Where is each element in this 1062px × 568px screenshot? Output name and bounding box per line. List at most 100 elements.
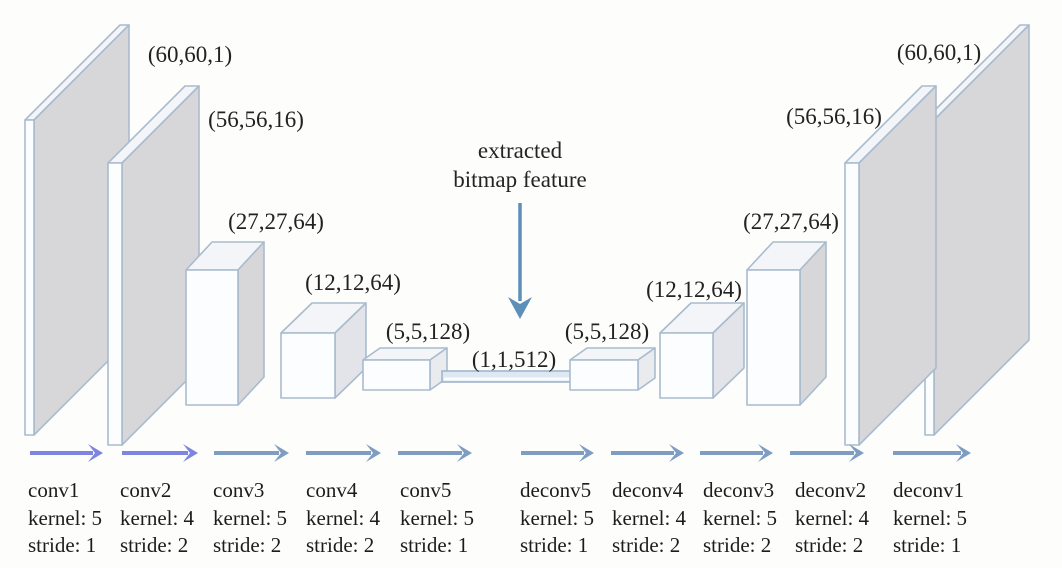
op-label-deconv1: deconv1 kernel: 5 stride: 1 <box>893 478 967 557</box>
dim-label-dec2: (56,56,16) <box>786 104 882 129</box>
dim-label-dec4: (12,12,64) <box>646 277 742 302</box>
op-stride: stride: 2 <box>213 533 281 557</box>
op-stride: stride: 2 <box>703 533 771 557</box>
op-label-conv3: conv3 kernel: 5 stride: 2 <box>213 478 287 557</box>
dim-label-enc4: (12,12,64) <box>305 270 401 295</box>
op-kernel: kernel: 4 <box>795 506 870 530</box>
flow-arrow-conv1 <box>30 444 103 462</box>
layer-box-enc3 <box>185 241 265 406</box>
op-label-conv5: conv5 kernel: 5 stride: 1 <box>400 478 474 557</box>
bottleneck-bar <box>441 370 573 383</box>
down-arrow-icon <box>508 297 532 319</box>
op-label-deconv2: deconv2 kernel: 4 stride: 2 <box>795 478 870 557</box>
layer-box-dec4 <box>659 302 745 399</box>
dim-label-enc1: (60,60,1) <box>148 42 232 67</box>
op-name: conv2 <box>120 478 171 502</box>
op-stride: stride: 2 <box>795 533 863 557</box>
right-arrow-icon <box>366 444 381 462</box>
enc3-side-face <box>237 241 265 406</box>
annotation-line1: extracted <box>478 138 563 163</box>
layer-box-enc5 <box>362 347 448 391</box>
op-labels: conv1 kernel: 5 stride: 1 conv2 kernel: … <box>28 478 967 557</box>
flow-arrow-conv3 <box>214 444 289 462</box>
right-arrow-icon <box>88 444 103 462</box>
op-stride: stride: 1 <box>400 533 468 557</box>
right-arrow-icon <box>758 444 773 462</box>
right-arrow-icon <box>669 444 684 462</box>
right-arrow-icon <box>579 444 594 462</box>
op-label-deconv5: deconv5 kernel: 5 stride: 1 <box>520 478 594 557</box>
dim-label-enc3: (27,27,64) <box>228 209 324 234</box>
dim-label-dec1: (60,60,1) <box>897 40 981 65</box>
dim-label-dec3: (27,27,64) <box>743 209 839 234</box>
op-kernel: kernel: 5 <box>400 506 474 530</box>
op-name: deconv2 <box>795 478 866 502</box>
flow-arrow-conv5 <box>398 444 472 462</box>
op-name: deconv5 <box>520 478 591 502</box>
layer-box-dec5 <box>569 347 656 391</box>
dec5-front-face <box>569 359 639 391</box>
op-label-conv2: conv2 kernel: 4 stride: 2 <box>120 478 195 557</box>
flow-arrow-deconv4 <box>611 444 684 462</box>
op-name: deconv3 <box>703 478 774 502</box>
layer-box-dec3 <box>746 241 827 406</box>
op-stride: stride: 2 <box>306 533 374 557</box>
op-stride: stride: 2 <box>120 533 188 557</box>
right-arrow-icon <box>183 444 198 462</box>
op-name: conv1 <box>28 478 79 502</box>
dec4-front-face <box>659 332 714 399</box>
enc3-front-face <box>185 269 239 406</box>
flow-arrow-deconv2 <box>790 444 864 462</box>
dec3-front-face <box>746 269 801 406</box>
op-stride: stride: 1 <box>520 533 588 557</box>
enc2-front-face <box>107 162 123 446</box>
op-name: deconv1 <box>893 478 964 502</box>
enc4-front-face <box>280 332 336 399</box>
dim-label-bottleneck: (1,1,512) <box>472 347 556 372</box>
op-name: conv5 <box>400 478 451 502</box>
dim-label-enc2: (56,56,16) <box>208 107 304 132</box>
op-name: conv4 <box>306 478 358 502</box>
dec3-side-face <box>799 241 827 406</box>
bottleneck-annotation: extracted bitmap feature <box>453 138 587 319</box>
op-name: conv3 <box>213 478 264 502</box>
flow-arrow-deconv3 <box>700 444 773 462</box>
layer-box-enc4 <box>280 302 367 399</box>
right-arrow-icon <box>849 444 864 462</box>
op-kernel: kernel: 4 <box>120 506 195 530</box>
flow-arrow-conv2 <box>122 444 198 462</box>
right-arrow-icon <box>274 444 289 462</box>
annotation-line2: bitmap feature <box>453 167 586 192</box>
layer-box-enc1 <box>24 24 130 436</box>
op-label-conv1: conv1 kernel: 5 stride: 1 <box>28 478 102 557</box>
right-arrow-icon <box>457 444 472 462</box>
op-kernel: kernel: 5 <box>893 506 967 530</box>
op-kernel: kernel: 5 <box>703 506 777 530</box>
op-label-deconv3: deconv3 kernel: 5 stride: 2 <box>703 478 777 557</box>
flow-arrow-deconv1 <box>893 444 971 462</box>
op-stride: stride: 2 <box>612 533 680 557</box>
dec2-front-face <box>844 162 860 446</box>
layer-box-enc2 <box>107 85 200 446</box>
op-label-conv4: conv4 kernel: 4 stride: 2 <box>306 478 381 557</box>
enc5-front-face <box>362 359 431 391</box>
flow-arrow-conv4 <box>306 444 381 462</box>
op-stride: stride: 1 <box>893 533 961 557</box>
op-kernel: kernel: 5 <box>520 506 594 530</box>
op-kernel: kernel: 5 <box>213 506 287 530</box>
op-name: deconv4 <box>612 478 684 502</box>
op-kernel: kernel: 4 <box>306 506 381 530</box>
dec1-side-face <box>933 24 1030 436</box>
flow-arrow-deconv5 <box>521 444 594 462</box>
dim-label-enc5: (5,5,128) <box>386 319 470 344</box>
layer-box-dec2 <box>844 85 937 446</box>
op-label-deconv4: deconv4 kernel: 4 stride: 2 <box>612 478 687 557</box>
layer-box-dec1 <box>924 24 1030 436</box>
flow-arrows <box>30 444 971 462</box>
right-arrow-icon <box>956 444 971 462</box>
op-kernel: kernel: 5 <box>28 506 102 530</box>
dim-label-dec5: (5,5,128) <box>565 319 649 344</box>
op-stride: stride: 1 <box>28 533 96 557</box>
